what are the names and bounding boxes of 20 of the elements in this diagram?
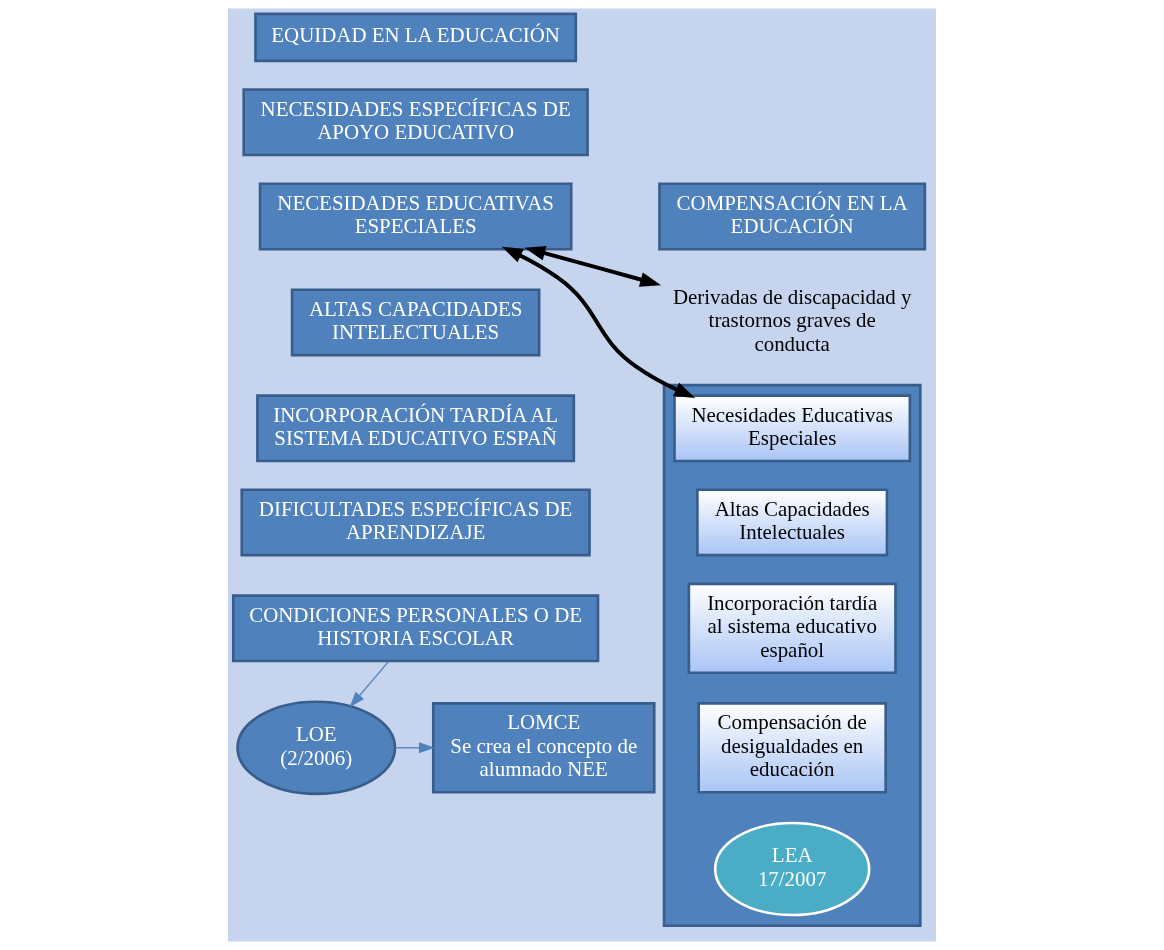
node-box: DIFICULTADES ESPECÍFICAS DE APRENDIZAJE — [240, 488, 591, 557]
node-box: LOMCE Se crea el concepto de alumnado NEE — [431, 702, 656, 794]
node-box: COMPENSACIÓN EN LA EDUCACIÓN — [658, 182, 927, 251]
node-box: NECESIDADES EDUCATIVAS ESPECIALES — [258, 182, 573, 251]
node-box: Necesidades Educativas Especiales — [673, 394, 912, 463]
node-text: Derivadas de discapacidad y trastornos graves de conducta — [672, 284, 912, 356]
node-box: INCORPORACIÓN TARDÍA AL SISTEMA EDUCATIVO ESPAÑ — [256, 394, 576, 463]
node-box: Compensación de desigualdades en educación — [697, 702, 887, 794]
arrow — [524, 246, 662, 287]
node-ellipse: LEA 17/2007 — [713, 821, 871, 917]
arrow — [349, 660, 390, 708]
arrow — [394, 742, 435, 754]
node-box: Incorporación tardía al sistema educativo español — [687, 582, 897, 675]
node-box: ALTAS CAPACIDADES INTELECTUALES — [290, 288, 541, 357]
node-box: EQUIDAD EN LA EDUCACIÓN — [254, 12, 578, 63]
node-box: Altas Capacidades Intelectuales — [696, 488, 889, 557]
node-ellipse: LOE (2/2006) — [236, 700, 397, 796]
node-box: NECESIDADES ESPECÍFICAS DE APOYO EDUCATIVO — [242, 88, 589, 157]
arrow — [501, 246, 696, 398]
node-box: CONDICIONES PERSONALES O DE HISTORIA ESCOLAR — [231, 594, 600, 663]
